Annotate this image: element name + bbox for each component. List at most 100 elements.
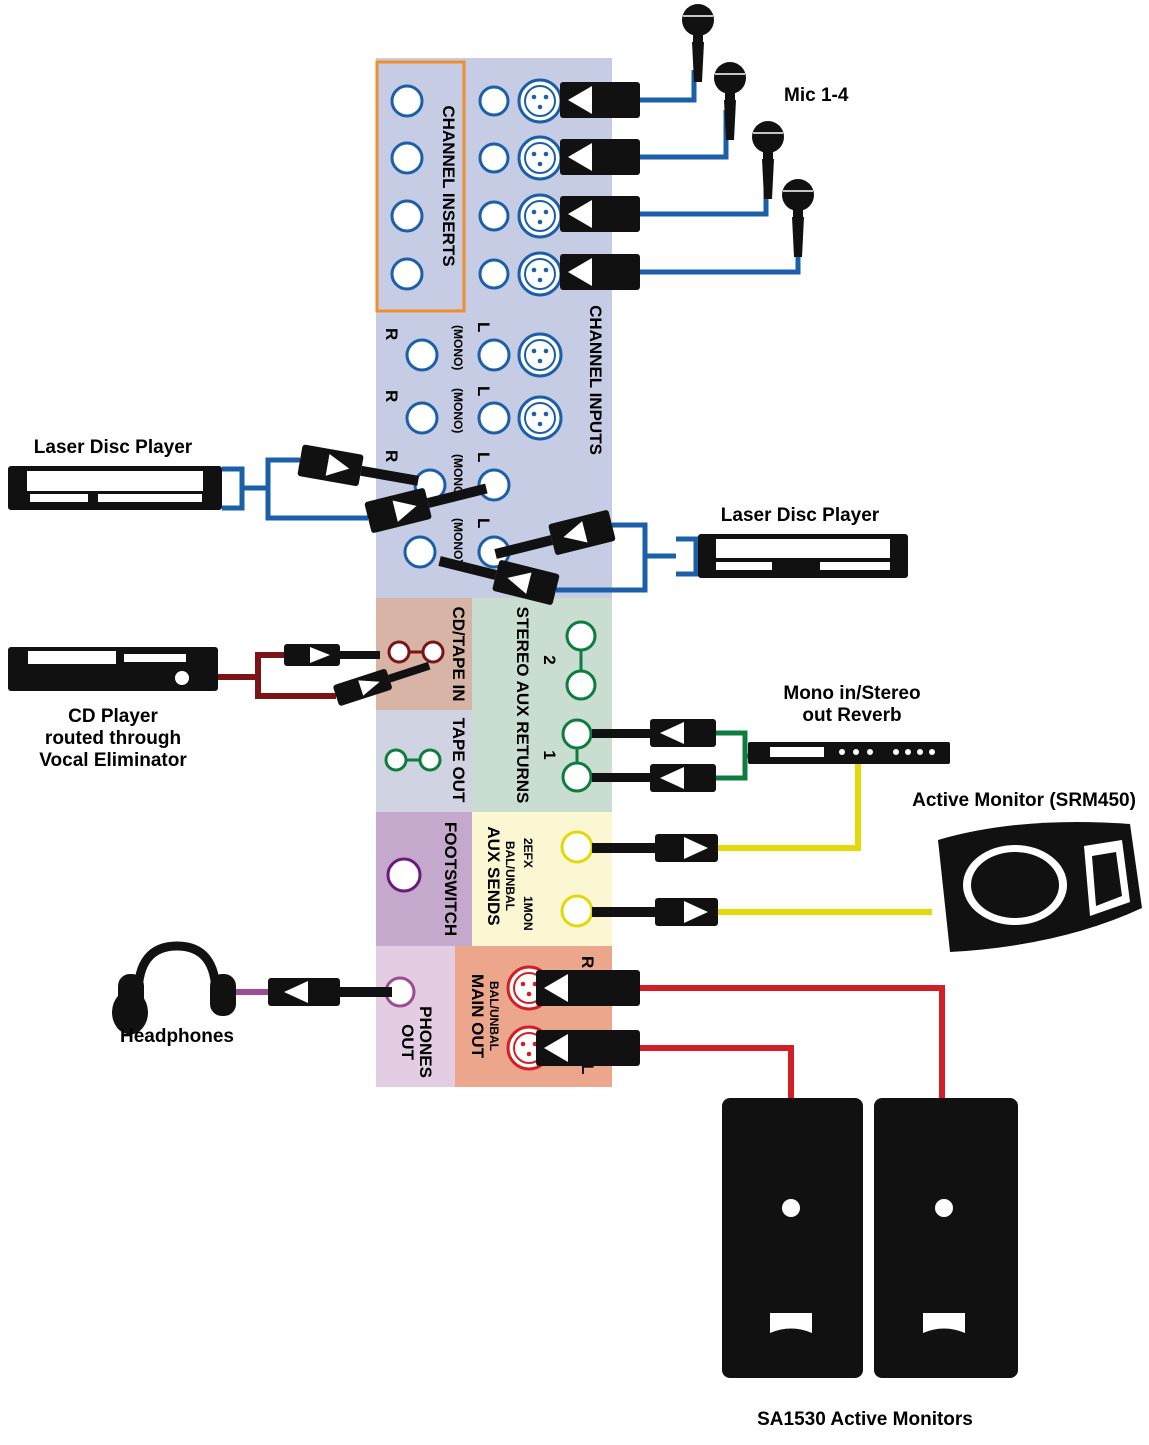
tape-out-jack[interactable] [384, 748, 408, 772]
mics-label: Mic 1-4 [784, 85, 849, 106]
l-label: L [474, 518, 493, 528]
cd-plug [333, 661, 431, 706]
xlr-input-2[interactable] [517, 135, 563, 181]
out-label: OUT [398, 1024, 417, 1061]
line-input-jack[interactable] [478, 142, 510, 174]
laser-disc-player-right [698, 534, 908, 578]
xlr-input-4[interactable] [517, 251, 563, 297]
stereo-jack-r[interactable] [405, 338, 439, 372]
bal-unbal-label: BAL/UNBAL [503, 841, 517, 911]
aux-return-1-jack[interactable] [561, 718, 593, 750]
mic-plug [560, 82, 640, 118]
microphone-icon [751, 120, 785, 200]
return-1-label: 1 [540, 750, 559, 759]
cd-player-label: Vocal Eliminator [39, 750, 187, 771]
tape-out-jack[interactable] [418, 748, 442, 772]
footswitch-jack[interactable] [386, 857, 422, 893]
cd-plug [284, 644, 380, 666]
channel-inserts-box [375, 60, 466, 313]
main-l-label: L [578, 1064, 597, 1074]
laser-disc-left-cables [222, 457, 368, 521]
xlr-input-1[interactable] [517, 78, 563, 124]
stereo-jack-l[interactable] [477, 401, 511, 435]
l-label: L [474, 386, 493, 396]
insert-jack[interactable] [390, 199, 424, 233]
mono-label: (MONO) [451, 325, 465, 370]
aux-send-plug [592, 898, 718, 926]
ld-right-plug [438, 556, 560, 605]
aux-return-2-jack[interactable] [565, 620, 597, 652]
l-label: L [474, 322, 493, 332]
reverb-label: Mono in/Stereo [783, 683, 920, 704]
aux-return-2-jack[interactable] [565, 669, 597, 701]
reverb-plug [592, 764, 716, 792]
line-input-jack[interactable] [478, 258, 510, 290]
ld-left-plug [297, 444, 420, 487]
headphones-label: Headphones [120, 1026, 234, 1047]
main-out-bal-label: BAL/UNBAL [487, 981, 501, 1051]
ld-left-plug [364, 483, 488, 533]
microphone-icon [681, 3, 715, 83]
main-out-cables [640, 985, 945, 1098]
cd-tape-in-label: CD/TAPE IN [449, 606, 468, 701]
mic-plug [560, 139, 640, 175]
line-input-jack[interactable] [478, 85, 510, 117]
reverb-plug [592, 719, 716, 747]
mic-plug [560, 254, 640, 290]
r-label: R [382, 450, 401, 462]
xlr-input-5[interactable] [517, 332, 563, 378]
cd-cables [218, 652, 336, 699]
stereo-jack-l[interactable] [477, 338, 511, 372]
aux-send-cables [718, 762, 932, 915]
mono-label: (MONO) [451, 518, 465, 563]
insert-jack[interactable] [390, 257, 424, 291]
aux-sends-bg [472, 812, 612, 946]
ld-right-plug [494, 510, 616, 559]
aux-send-1-jack[interactable] [560, 894, 594, 928]
aux-send-2-jack[interactable] [560, 830, 594, 864]
tape-out-label: TAPE OUT [449, 718, 468, 803]
xlr-input-3[interactable] [517, 193, 563, 239]
active-monitor-label: Active Monitor (SRM450) [912, 790, 1136, 811]
line-input-jack[interactable] [478, 200, 510, 232]
stereo-aux-returns-label: STEREO AUX RETURNS [513, 607, 532, 804]
xlr-input-7[interactable] [517, 395, 563, 441]
sa1530-label: SA1530 Active Monitors [757, 1409, 973, 1430]
return-2-label: 2 [540, 655, 559, 664]
stereo-jack-r[interactable] [403, 535, 437, 569]
laser-disc-right-cables [556, 522, 699, 593]
reverb-unit [748, 742, 950, 764]
mic-plug [560, 196, 640, 232]
sa1530-speaker-left [722, 1098, 863, 1378]
laser-disc-left-label: Laser Disc Player [34, 437, 193, 458]
active-monitor-speaker [938, 822, 1142, 952]
cd-in-jack[interactable] [387, 640, 411, 664]
aux-sends-label: AUX SENDS [484, 826, 503, 925]
main-out-plug [536, 970, 640, 1006]
footswitch-label: FOOTSWITCH [441, 822, 460, 936]
phones-bg [376, 946, 455, 1087]
stereo-jack-r[interactable] [405, 401, 439, 435]
r-label: R [382, 390, 401, 402]
cd-in-jack[interactable] [421, 640, 445, 664]
insert-jack[interactable] [390, 141, 424, 175]
channel-inputs-label: CHANNEL INPUTS [586, 305, 605, 455]
headphones-icon [112, 941, 236, 1035]
channel-inserts-label: CHANNEL INSERTS [439, 105, 458, 266]
sa1530-speaker-right [874, 1098, 1018, 1378]
microphone-icon [781, 178, 815, 258]
microphone-icon [713, 61, 747, 141]
aux-return-1-jack[interactable] [561, 761, 593, 793]
send-1mon-label: 1MON [521, 896, 535, 931]
laser-disc-player-left [8, 466, 222, 510]
mono-label: (MONO) [451, 454, 465, 499]
mono-label: (MONO) [451, 388, 465, 433]
cd-player [8, 647, 218, 691]
mic-cables [640, 70, 801, 275]
reverb-label: out Reverb [802, 705, 901, 726]
main-out-plug [536, 1030, 640, 1066]
cd-player-label: CD Player [68, 706, 158, 727]
insert-jack[interactable] [390, 84, 424, 118]
main-out-label: MAIN OUT [468, 974, 487, 1059]
